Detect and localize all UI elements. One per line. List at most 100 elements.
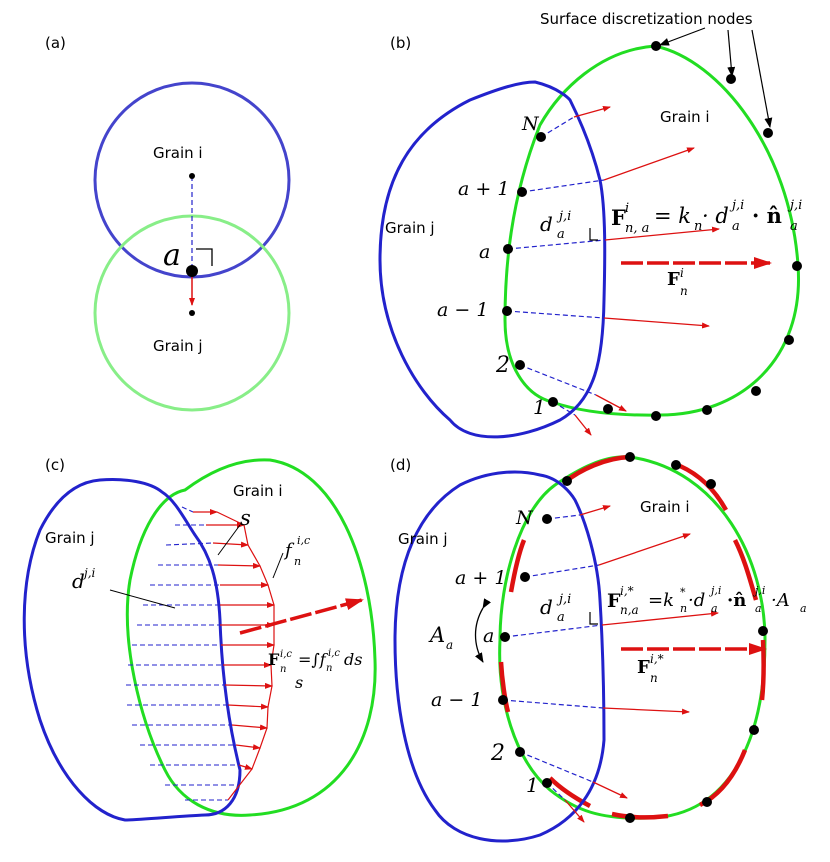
svg-text:a: a [557,610,565,625]
contact-label: a [163,238,181,273]
svg-text:i: i [625,201,629,216]
svg-text:i,c: i,c [328,648,340,659]
svg-text:=∫f: =∫f [298,650,329,669]
svg-text:n: n [650,671,658,685]
svg-text:n: n [280,664,286,675]
contact-point [186,265,198,277]
svg-text:i,c: i,c [280,649,292,660]
svg-text:· n̂: · n̂ [752,203,782,228]
svg-text:A: A [428,623,445,647]
svg-text:i,*: i,* [620,584,634,598]
distance-lines-c [126,506,240,801]
force-equation-d: F i,* n,a =k * n ·d j,i a ·n̂ j,i a ·A a [607,584,807,617]
nodes-caption: Surface discretization nodes [540,10,753,28]
panel-d: (d) [390,452,807,843]
caption-pointer-2 [727,29,736,77]
svg-text:·n̂: ·n̂ [727,590,746,611]
svg-text:n,a: n,a [620,603,639,617]
svg-text:j,i: j,i [556,209,571,224]
node-a-plus-1-label-d: a + 1 [455,567,506,589]
panel-b-tag: (b) [390,34,411,52]
grain-i-label: Grain i [153,144,203,162]
grain-j-outline-c [22,478,242,822]
svg-text:n: n [680,602,687,615]
svg-text:i,c: i,c [297,534,310,547]
svg-text:n: n [694,219,702,234]
right-angle-b [589,228,598,241]
node-2-label: 2 [495,353,510,378]
svg-text:d: d [72,569,85,593]
svg-text:= k: = k [654,204,691,228]
panel-a: (a) Grain i Grain j a [45,34,291,412]
node-N-label: N [521,113,540,135]
grain-j-label-b: Grain j [385,219,435,237]
svg-text:j,i: j,i [81,566,96,580]
node-a-minus-1-label: a − 1 [437,299,488,321]
svg-text:s: s [295,673,303,692]
svg-text:a: a [711,602,718,615]
grain-i-label-b: Grain i [660,108,710,126]
node-a-plus-1-label: a + 1 [458,178,509,200]
svg-text:F: F [607,590,621,612]
svg-text:a: a [800,602,807,615]
svg-text:· d: · d [702,204,729,228]
svg-text:j,i: j,i [729,198,744,213]
svg-text:·d: ·d [688,590,705,611]
grain-j-outline [378,80,607,439]
force-equation-c: F i,c n =∫f i,c n ds s [268,648,362,692]
contact-segments [498,454,766,820]
grain-j-label: Grain j [153,337,203,355]
surface-nodes [502,41,802,421]
svg-text:F: F [637,657,650,678]
total-force-label-d: F i,* n [637,652,664,685]
svg-text:a: a [755,602,762,615]
svg-text:j,i: j,i [752,584,765,597]
svg-text:n: n [326,663,332,674]
traction-leader [272,552,284,579]
distance-leader [109,589,176,609]
node-1-label: 1 [533,395,546,419]
grain-i-center [189,173,195,179]
traction-label-c: f i,c n [283,534,310,568]
distance-label-d: d j,i a [540,592,571,625]
svg-text:F: F [268,650,280,669]
svg-text:a: a [790,219,798,234]
svg-text:a: a [446,638,453,652]
right-angle-mark [196,248,213,266]
caption-pointer-3 [751,29,773,128]
svg-text:·A: ·A [771,590,790,611]
svg-text:=k: =k [648,590,674,611]
distance-label-b: d j,i a [540,209,571,242]
distance-lines [506,116,606,416]
grain-i-outline-c [125,458,377,817]
svg-text:F: F [611,205,626,230]
node-a-minus-1-label-d: a − 1 [431,689,482,711]
arc-label: s [240,506,251,530]
grain-j-label-c: Grain j [45,529,95,547]
node-force-arrows [573,105,720,436]
svg-text:j,i: j,i [556,592,571,607]
force-equation-b: F i n, a = k n · d j,i a · n̂ j,i a [611,198,802,236]
svg-text:d: d [540,212,553,236]
svg-text:i: i [680,266,684,280]
panel-a-tag: (a) [45,34,66,52]
node-2-label-d: 2 [490,741,505,766]
svg-text:a: a [732,219,740,234]
node-force-arrows-d [564,505,719,823]
svg-text:j,i: j,i [708,584,721,597]
grain-j-label-d: Grain j [398,530,448,548]
svg-text:n: n [680,284,688,298]
total-force-label-b: F i n [667,266,688,298]
caption-pointer-1 [659,27,706,46]
svg-text:j,i: j,i [787,198,802,213]
node-N-label-d: N [515,507,534,529]
arc-leader [217,524,241,556]
panel-b: (b) Surface discretization nodes [378,10,802,439]
svg-text:F: F [667,269,680,290]
svg-text:d: d [540,595,553,619]
right-angle-d [589,612,598,625]
traction-arrows-c [193,509,275,770]
svg-text:i,*: i,* [650,652,664,666]
panel-c-tag: (c) [45,456,65,474]
